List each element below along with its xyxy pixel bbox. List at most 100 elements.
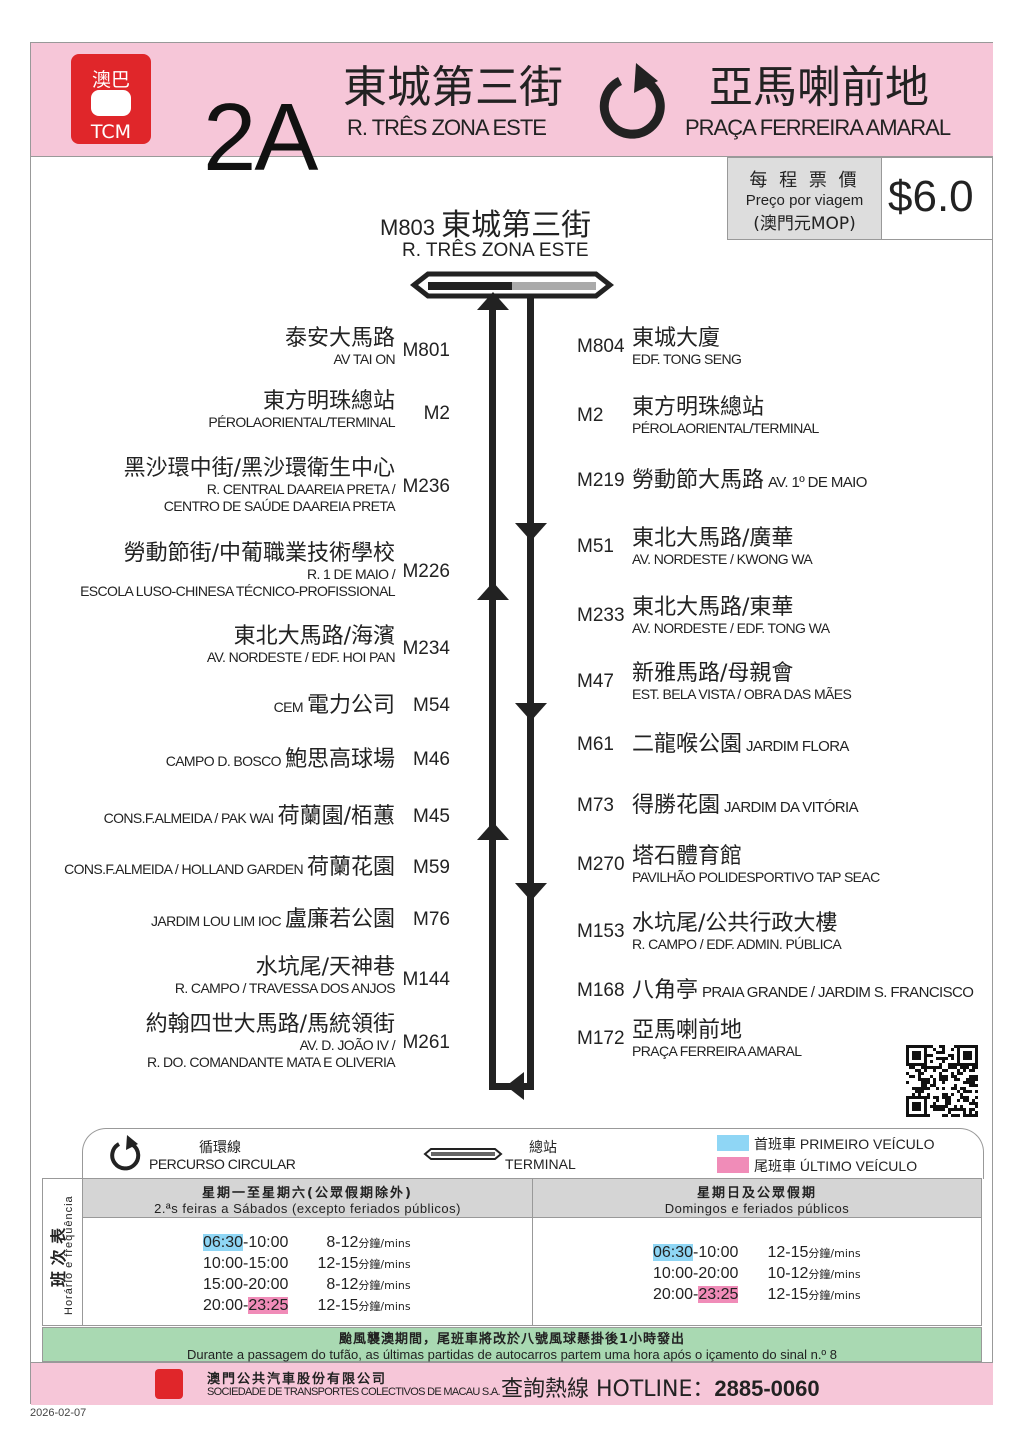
stop-name: 泰安大馬路 (285, 326, 395, 351)
frequency-unit: 分鐘/mins (358, 1237, 411, 1250)
company-name-pt: SOCIEDADE DE TRANSPORTES COLECTIVOS DE M… (207, 1386, 501, 1398)
stop-name-pt: CEM (273, 699, 304, 715)
stop-name-zh: 東方明珠總站 (632, 395, 765, 420)
stop-name-zh: 東城大廈 (632, 326, 721, 351)
stop-code: M51 (577, 536, 614, 557)
left-arrow-icon (506, 1072, 524, 1100)
stop-code: M261 (402, 1032, 450, 1053)
destination-pt: PRAÇA FERREIRA AMARAL (685, 115, 951, 140)
stop-name-pt: AV. D. JOÃO IV / (299, 1037, 396, 1053)
end-time: 15:00 (248, 1255, 289, 1272)
frequency-unit: 分鐘/mins (358, 1300, 411, 1313)
stop-name-pt: PRAÇA FERREIRA AMARAL (632, 1043, 802, 1059)
legend-terminal-zh: 總站 (529, 1140, 557, 1156)
stop-name-zh: 荷蘭園/栢蕙 (277, 804, 395, 829)
stop-code: M804 (577, 336, 625, 357)
stop-name-pt: R. CAMPO / TRAVESSA DOS ANJOS (174, 980, 396, 996)
stop-name-zh: 勞動節大馬路 (632, 468, 765, 493)
stop-name-pt: ESCOLA LUSO-CHINESA TÉCNICO-PROFISSIONAL (80, 583, 396, 599)
legend-circular-zh: 循環線 (199, 1140, 241, 1156)
stop-name-zh: 得勝花園 (632, 793, 721, 818)
stop-name-zh: 勞動節街/中葡職業技術學校 (123, 541, 395, 566)
timetable: 班 次 表 Horário e frequência 星期一至星期六(公眾假期除… (42, 1178, 982, 1326)
terminal-bar-icon (410, 271, 614, 299)
stop-code: M47 (577, 671, 614, 692)
frequency-unit: 分鐘/mins (358, 1258, 411, 1271)
stop-name: 東北大馬路/廣華 (632, 526, 812, 551)
stop-name-pt: AV. NORDESTE / EDF. TONG WA (632, 620, 830, 636)
stop-code: M76 (413, 909, 450, 930)
stop-name-pt: EST. BELA VISTA / OBRA DAS MÃES (632, 686, 852, 702)
stop-name-pt: AV. NORDESTE / KWONG WA (632, 551, 813, 567)
stop-name-pt: AV TAI ON (333, 351, 395, 367)
up-arrow-icon (477, 292, 509, 310)
terminal-stop: M803 東城第三街 (380, 200, 591, 244)
stop-code: M59 (413, 857, 450, 878)
qr-code[interactable] (906, 1045, 978, 1117)
print-date: 2026-02-07 (30, 1407, 87, 1419)
stop-name-zh: 約翰四世大馬路/馬統領街 (145, 1012, 395, 1037)
legend: 循環線 PERCURSO CIRCULAR 總站 TERMINAL 首班車 PR… (82, 1128, 984, 1179)
stop-name-pt: PAVILHÃO POLIDESPORTIVO TAP SEAC (632, 869, 880, 885)
frequency: 8-12 (326, 1234, 359, 1251)
stop-name-pt: R. CAMPO / EDF. ADMIN. PÚBLICA (632, 936, 842, 952)
terminal-bar-icon (423, 1148, 503, 1160)
stop-code: M168 (577, 980, 625, 1001)
frequency: 12-15 (317, 1297, 359, 1314)
fare-label-zh: 每 程 票 價 (749, 170, 860, 191)
stop-code: M73 (577, 795, 614, 816)
hotline: 查詢熱線 HOTLINE：2885-0060 (501, 1376, 820, 1402)
fare-currency: (澳門元MOP) (753, 214, 856, 234)
stop-name: 東北大馬路/東華 (632, 595, 829, 620)
stop-code: M46 (413, 749, 450, 770)
down-arrow-icon (515, 883, 547, 901)
up-arrow-icon (477, 582, 509, 600)
footer: 澳門公共汽車股份有限公司 SOCIEDADE DE TRANSPORTES CO… (31, 1362, 993, 1405)
stop-name-zh: 泰安大馬路 (284, 326, 395, 351)
stop-name-zh: 東北大馬路/海濱 (233, 624, 395, 649)
frequency-unit: 分鐘/mins (808, 1247, 861, 1260)
start-time: 10:00 (203, 1255, 244, 1272)
weekday-column: 星期一至星期六(公眾假期除外)2.ªs feiras a Sábados (ex… (83, 1179, 533, 1325)
stop-name-pt: JARDIM DA VITÓRIA (724, 799, 859, 816)
stop-code: M219 (577, 470, 625, 491)
circular-arrow-icon (110, 1135, 141, 1171)
route-header: 澳巴 TCM 2A 東城第三街 R. TRÊS ZONA ESTE 亞馬喇前地 … (31, 43, 993, 191)
stop-name-zh: 二龍喉公園 (632, 732, 743, 757)
stop-name: 黑沙環中街/黑沙環衛生中心 (124, 456, 395, 481)
destination-zh: 亞馬喇前地 (709, 62, 929, 113)
legend-circular-pt: PERCURSO CIRCULAR (149, 1156, 296, 1172)
frequency-unit: 分鐘/mins (808, 1289, 861, 1302)
stop-name: 東方明珠總站 (208, 389, 395, 414)
